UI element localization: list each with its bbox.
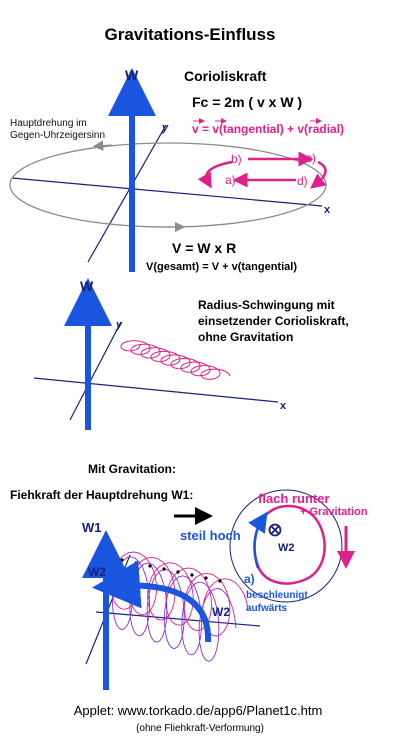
flach-runter-text: flach runter — [258, 491, 330, 506]
caption-line-3: ohne Gravitation — [198, 330, 293, 344]
formula-fc: Fc = 2m ( v x W ) — [192, 94, 302, 110]
gravitation-loop-path-1 — [110, 551, 249, 637]
caption-line-2: einsetzender Corioliskraft, — [198, 314, 349, 328]
main-rotation-text-2: Gegen-Uhrzeigersinn — [10, 130, 105, 141]
trajectory-dot — [190, 573, 194, 577]
subheading-fliehkraft: Fiehkraft der Hauptdrehung W1: — [10, 488, 193, 502]
trajectory-dot — [120, 558, 124, 562]
label-b: b) — [231, 152, 242, 166]
w2-arc-arrow — [92, 560, 212, 643]
x-axis-line-3 — [95, 611, 261, 627]
trajectory-dot — [218, 579, 222, 583]
gravitation-loops — [110, 551, 249, 662]
oscillation-loops — [120, 340, 231, 380]
oscillation-loop-path — [120, 340, 231, 380]
w1-axis-label: W1 — [82, 520, 102, 535]
formula-vgesamt: V(gesamt) = V + v(tangential) — [146, 261, 297, 273]
coriolis-title: Corioliskraft — [184, 68, 267, 84]
gravitation-loop-path-2 — [111, 556, 237, 662]
coriolis-arc-left — [197, 160, 233, 189]
panel-radius-oscillation: x y W Radius-Schwingung mit einsetzender… — [33, 278, 349, 430]
x-axis-line — [11, 177, 323, 207]
steil-hoch-text: steil hoch — [180, 528, 241, 543]
y-axis-line-2 — [69, 321, 122, 421]
w2-into-page-icon — [268, 523, 282, 537]
coriolis-arc-right — [310, 160, 327, 189]
label-a: a) — [225, 173, 236, 187]
panel-gravitation: Mit Gravitation: Fiehkraft der Hauptdreh… — [10, 462, 368, 690]
panel-coriolis: x y W Hauptdrehung im Gegen-Uhrzeigersin… — [9, 67, 344, 273]
beschleunigt-text: beschleunigt — [246, 590, 308, 601]
w-axis-label-2: W — [80, 278, 94, 294]
formula-velocity: v = v(tangential) + v(radial) — [192, 122, 344, 136]
formula-vwr: V = W x R — [172, 240, 236, 256]
aufwaerts-text: aufwärts — [246, 603, 288, 614]
trajectory-dot — [204, 576, 208, 580]
trajectory-dot — [162, 567, 166, 571]
inset-rotation-circle — [229, 489, 343, 603]
caption-line-1: Radius-Schwingung mit — [198, 298, 335, 312]
plus-gravitation-text: + Gravitation — [300, 506, 368, 518]
inset-trajectory-left — [248, 511, 268, 569]
w2-circle-label: W2 — [278, 542, 295, 554]
heading-mit-gravitation: Mit Gravitation: — [88, 462, 176, 476]
label-d: d) — [297, 174, 308, 188]
trajectory-dot — [176, 570, 180, 574]
w-axis-label: W — [125, 67, 139, 83]
x-axis-label-2: x — [280, 400, 287, 412]
y-axis-line — [87, 124, 167, 263]
x-axis-label: x — [324, 204, 331, 216]
trajectory-dots — [120, 558, 222, 583]
label-c: c) — [306, 151, 316, 165]
w2-cross-2 — [270, 525, 280, 535]
footer-note: (ohne Fliehkraft-Verformung) — [136, 723, 264, 734]
w2-left-label: W2 — [88, 565, 106, 579]
footer-applet: Applet: www.torkado.de/app6/Planet1c.htm — [74, 703, 323, 718]
rotation-arrow-top — [92, 140, 113, 151]
trajectory-dot — [134, 561, 138, 565]
main-rotation-text-1: Hauptdrehung im — [10, 118, 87, 129]
trajectory-dot — [148, 564, 152, 568]
y-axis-label-2: y — [115, 319, 123, 331]
page-title: Gravitations-Einfluss — [105, 25, 276, 44]
label-a-inset: a) — [244, 572, 255, 586]
x-axis-line-2 — [33, 377, 279, 403]
w2-right-label: W2 — [212, 605, 230, 619]
main-rotation-ellipse — [9, 142, 327, 228]
y-axis-label: y — [161, 122, 169, 134]
